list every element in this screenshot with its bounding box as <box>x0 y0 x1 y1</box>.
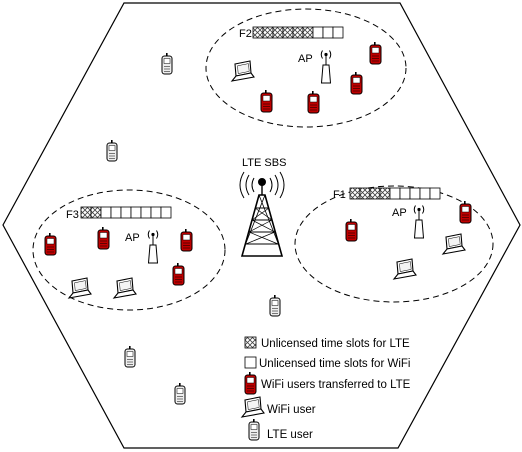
wifi-time-slot <box>110 206 122 219</box>
legend-wifi-user: WiFi user <box>267 404 316 416</box>
wifi-coverage-f1 <box>294 185 494 303</box>
red-phone-icon <box>172 262 185 286</box>
ap-label-f1: AP <box>392 207 407 219</box>
legend-lte-slots: Unlicensed time slots for LTE <box>261 338 410 350</box>
legend: Unlicensed time slots for LTE Unlicensed… <box>241 336 411 441</box>
red-phone-icon <box>180 228 193 252</box>
wifi-time-slot <box>100 206 112 219</box>
red-phone-icon <box>369 41 382 65</box>
frame-f2 <box>252 26 344 39</box>
red-phone-icon <box>260 89 273 113</box>
access-point-icon <box>320 50 332 84</box>
lte-time-slot <box>292 26 304 39</box>
red-phone-icon <box>350 71 363 95</box>
legend-lte-user: LTE user <box>267 429 313 441</box>
gray-phone-icon <box>106 139 118 162</box>
ap-label-f3: AP <box>125 232 140 244</box>
laptop-icon <box>113 277 137 299</box>
lte-time-slot <box>80 206 92 219</box>
wifi-time-slot <box>130 206 142 219</box>
red-phone-icon <box>459 200 472 224</box>
red-phone-icon <box>97 226 110 250</box>
wifi-coverage-f3 <box>32 189 226 311</box>
lte-time-slot <box>359 187 371 200</box>
wifi-time-slot <box>322 26 334 39</box>
laptop-icon <box>393 258 417 280</box>
wifi-time-slot <box>399 187 411 200</box>
gray-phone-icon <box>161 52 173 75</box>
gray-phone-icon <box>174 382 186 405</box>
wifi-time-slot <box>312 26 324 39</box>
wifi-time-slot <box>140 206 152 219</box>
laptop-icon <box>231 60 255 82</box>
gray-phone-icon <box>248 418 260 441</box>
legend-transferred-users: WiFi users transferred to LTE <box>261 379 411 391</box>
wifi-time-slot <box>332 26 344 39</box>
frame-f3 <box>80 206 172 219</box>
frame-label-f3: F3 <box>66 209 79 221</box>
wifi-coverage-f2 <box>205 8 407 128</box>
lte-time-slot <box>262 26 274 39</box>
cell-tower-icon <box>239 171 285 257</box>
lte-time-slot <box>349 187 361 200</box>
red-phone-icon <box>44 232 57 256</box>
gray-phone-icon <box>269 294 281 317</box>
wifi-time-slot <box>419 187 431 200</box>
lte-time-slot <box>272 26 284 39</box>
lte-time-slot <box>379 187 391 200</box>
wifi-time-slot <box>429 187 441 200</box>
ap-label-f2: AP <box>298 53 313 65</box>
red-phone-icon <box>345 218 358 242</box>
wifi-time-slot <box>120 206 132 219</box>
lte-time-slot <box>302 26 314 39</box>
wifi-time-slot <box>150 206 162 219</box>
red-phone-icon <box>244 371 257 395</box>
red-phone-icon <box>307 90 320 114</box>
wifi-time-slot <box>389 187 401 200</box>
legend-lte-slot-swatch <box>244 336 257 349</box>
gray-phone-icon <box>124 345 136 368</box>
lte-time-slot <box>369 187 381 200</box>
lte-time-slot <box>90 206 102 219</box>
lte-time-slot <box>282 26 294 39</box>
access-point-icon <box>413 205 425 239</box>
sbs-label: LTE SBS <box>242 157 286 169</box>
laptop-icon <box>241 396 265 418</box>
frame-label-f1: F1 <box>333 189 346 201</box>
legend-wifi-slots: Unlicensed time slots for WiFi <box>259 358 410 370</box>
legend-wifi-slot-swatch <box>244 356 257 369</box>
lte-time-slot <box>252 26 264 39</box>
access-point-icon <box>147 230 159 264</box>
frame-f1 <box>349 187 441 200</box>
wifi-time-slot <box>160 206 172 219</box>
wifi-time-slot <box>409 187 421 200</box>
laptop-icon <box>68 277 92 299</box>
frame-label-f2: F2 <box>239 28 252 40</box>
laptop-icon <box>442 233 466 255</box>
